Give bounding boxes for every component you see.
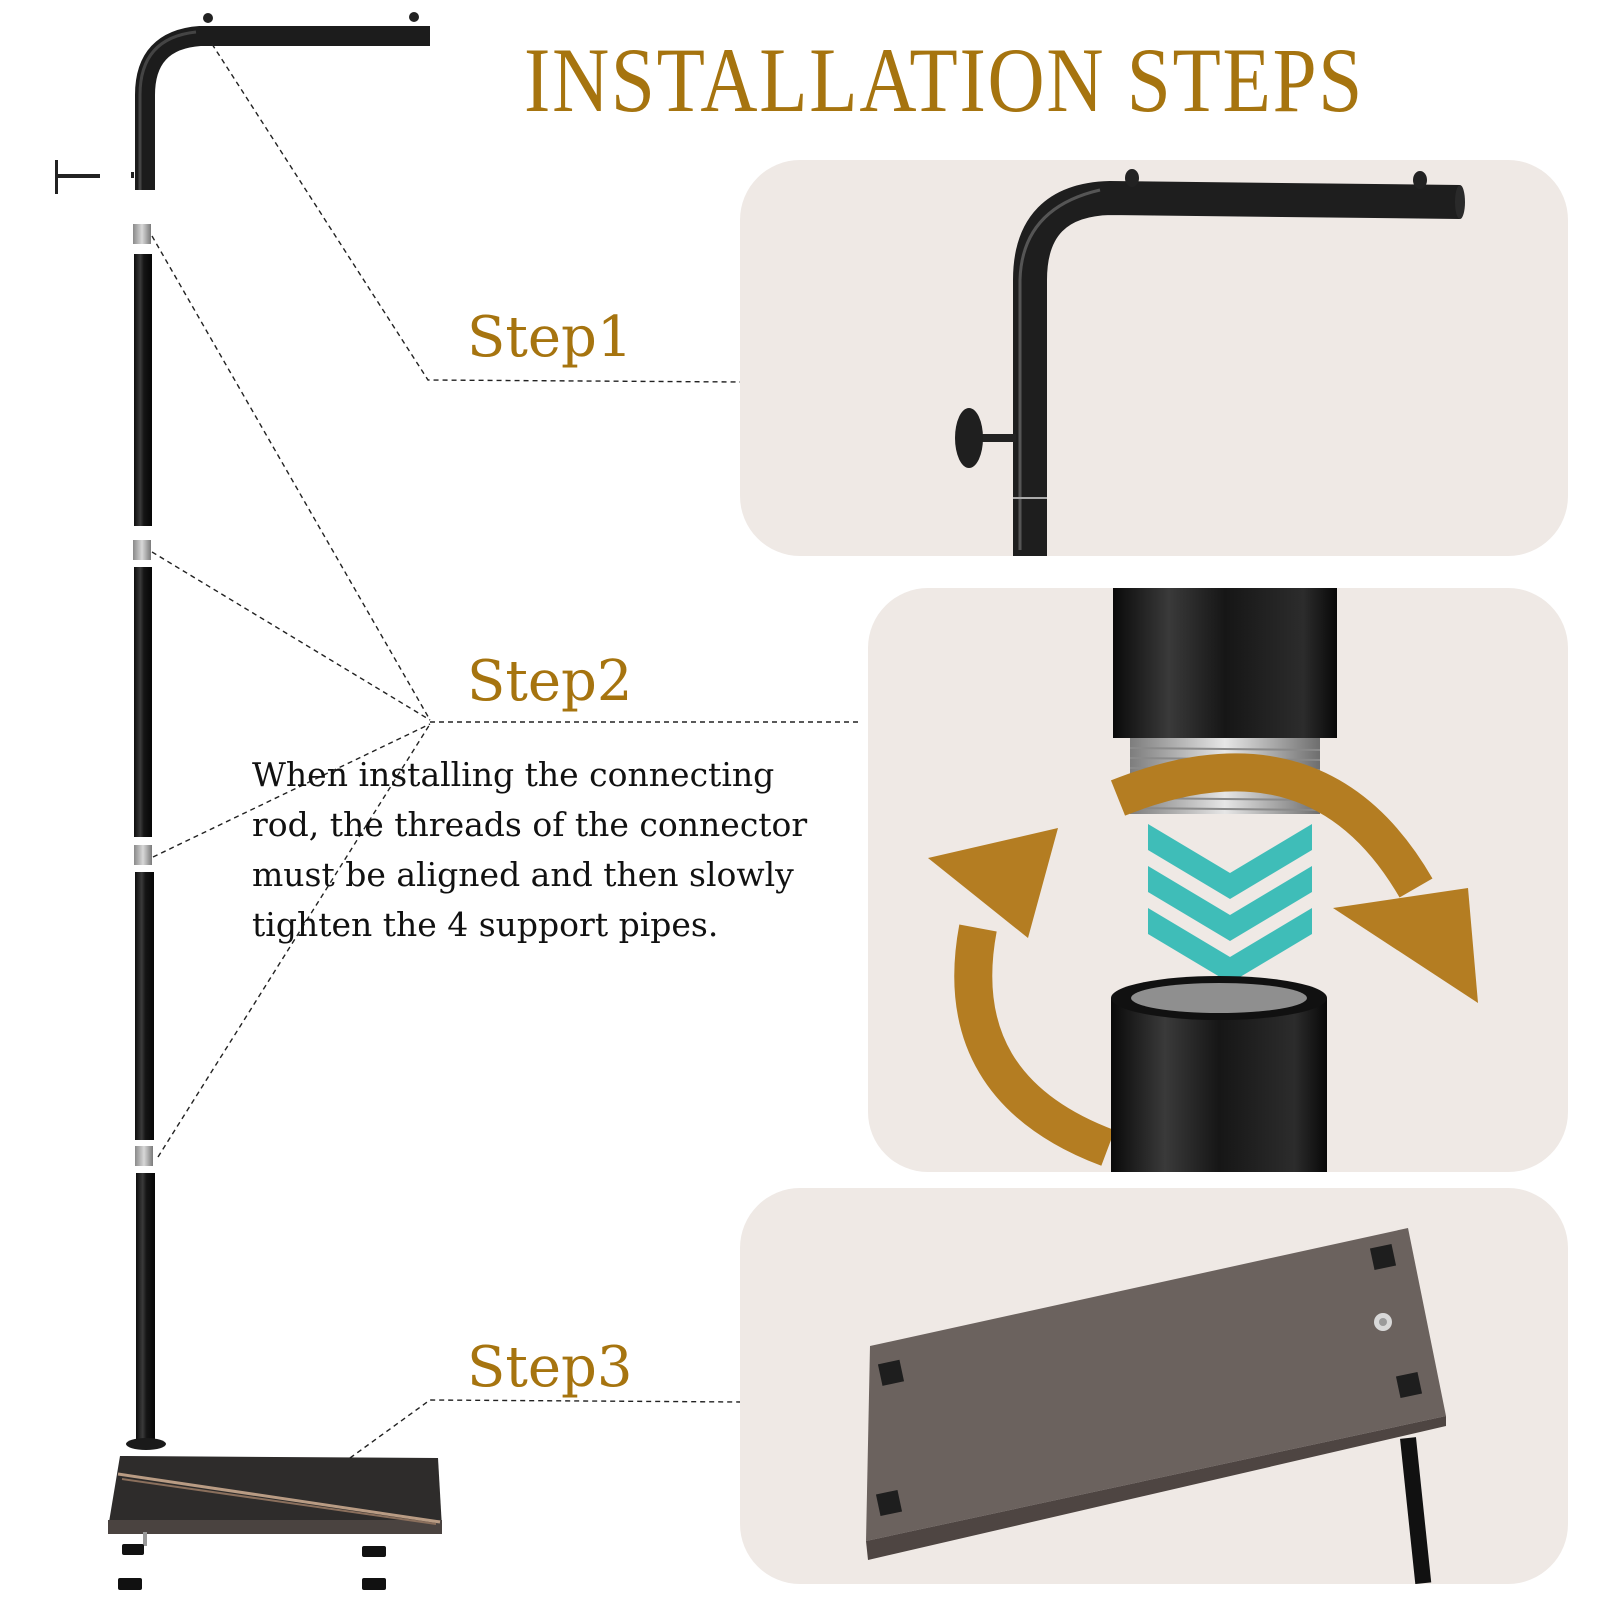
pipe-flange xyxy=(126,1438,166,1450)
base-plate-illustration xyxy=(866,1228,1446,1584)
support-pipe-4 xyxy=(136,1173,155,1445)
base-plate xyxy=(108,1456,442,1590)
support-pipe-1 xyxy=(134,254,152,526)
foot-pad xyxy=(362,1578,386,1590)
hook-knob xyxy=(955,408,983,468)
support-pipe-2 xyxy=(134,567,152,837)
down-chevrons-icon xyxy=(1148,824,1312,983)
connector-illustration xyxy=(928,588,1478,1172)
page-title: INSTALLATION STEPS xyxy=(524,29,1365,131)
hook-stem xyxy=(972,434,1016,442)
top-bracket xyxy=(135,12,430,190)
description-line: must be aligned and then slowly xyxy=(252,855,794,894)
side-hook-part xyxy=(55,160,100,194)
rotate-arrow-head-right xyxy=(1333,888,1478,1003)
step-1-label: Step1 xyxy=(467,305,633,370)
rotate-arrow-head-left xyxy=(928,828,1058,938)
step-2-description: When installing the connecting rod, the … xyxy=(252,750,852,950)
connector-1 xyxy=(133,224,151,244)
foot-pad xyxy=(122,1544,144,1555)
upper-pipe xyxy=(1113,588,1337,738)
rubber-pad xyxy=(875,1243,1423,1517)
exploded-stand-diagram xyxy=(55,12,860,1590)
connector-4 xyxy=(135,1146,153,1166)
support-pipe xyxy=(1400,1437,1432,1584)
connector-2 xyxy=(133,540,151,560)
support-pipe-3 xyxy=(135,872,154,1140)
foot-pad xyxy=(118,1578,142,1590)
connector-3 xyxy=(134,845,152,865)
description-line: tighten the 4 support pipes. xyxy=(252,905,719,944)
description-line: When installing the connecting xyxy=(252,755,775,794)
step-1-panel xyxy=(740,160,1568,556)
step-2-label: Step2 xyxy=(467,649,633,714)
rotate-arrow-icon xyxy=(954,753,1433,1166)
step-2-panel xyxy=(868,588,1568,1172)
description-line: rod, the threads of the connector xyxy=(252,805,808,844)
top-bracket-illustration xyxy=(955,169,1465,556)
lower-pipe xyxy=(1111,998,1327,1172)
step-3-panel xyxy=(740,1188,1568,1584)
step-3-label: Step3 xyxy=(467,1335,633,1400)
foot-pad xyxy=(362,1546,386,1557)
leader-lines xyxy=(151,43,860,1459)
